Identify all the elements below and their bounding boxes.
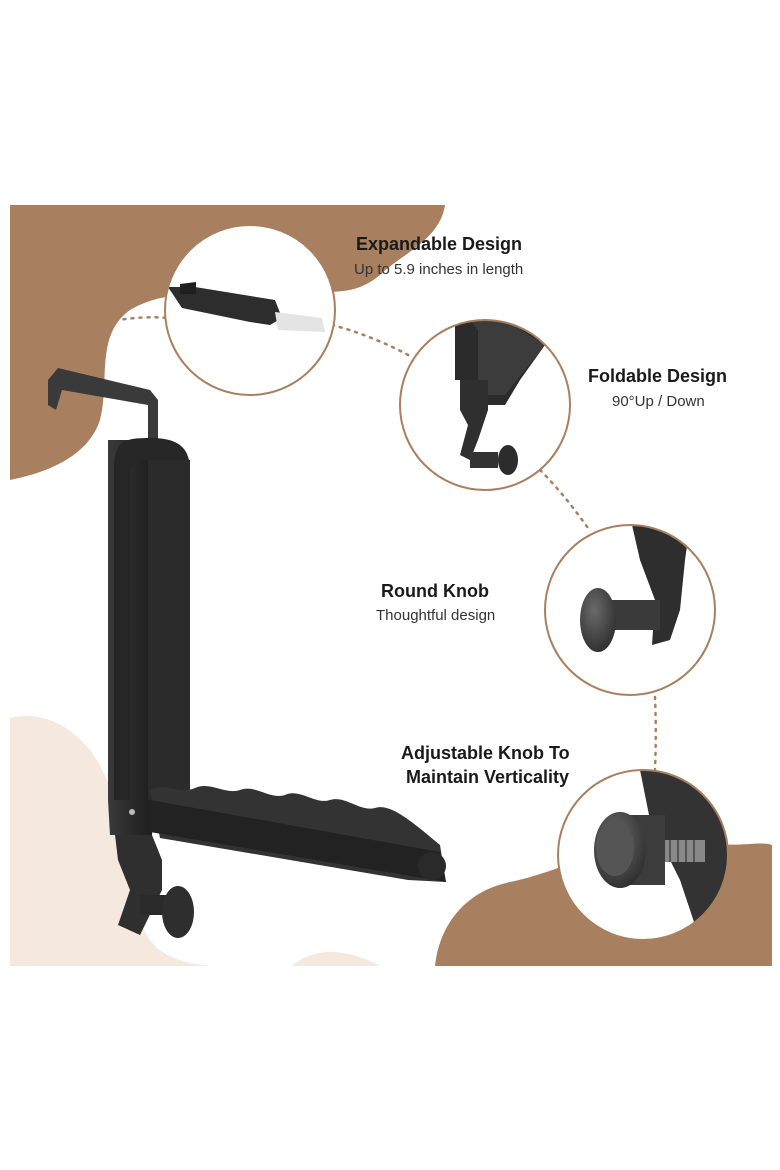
feature-title-expandable: Expandable Design <box>356 234 523 254</box>
cream-blob-bottom-left <box>10 715 210 966</box>
feature-subtitle-round-knob: Thoughtful design <box>376 607 496 624</box>
feature-subtitle-expandable: Up to 5.9 inches in length <box>354 261 524 278</box>
feature-title-round-knob: Round Knob <box>381 581 489 601</box>
feature-title-foldable: Foldable Design <box>588 366 728 386</box>
over-door-hanger-product <box>48 368 446 938</box>
brown-blob-top-left <box>10 205 445 480</box>
cream-blob-bottom-mid <box>292 952 380 966</box>
extension-arm-closeup <box>164 224 336 396</box>
round-knob-closeup <box>544 524 716 696</box>
adjustable-knob-closeup <box>557 769 729 941</box>
feature-title-adjustable-line2: Maintain Verticality <box>406 767 570 787</box>
feature-title-adjustable-line1: Adjustable Knob To <box>401 743 570 763</box>
dotted-connectors <box>90 316 657 772</box>
fold-hinge-closeup <box>399 319 571 491</box>
feature-subtitle-foldable: 90°Up / Down <box>612 393 705 410</box>
